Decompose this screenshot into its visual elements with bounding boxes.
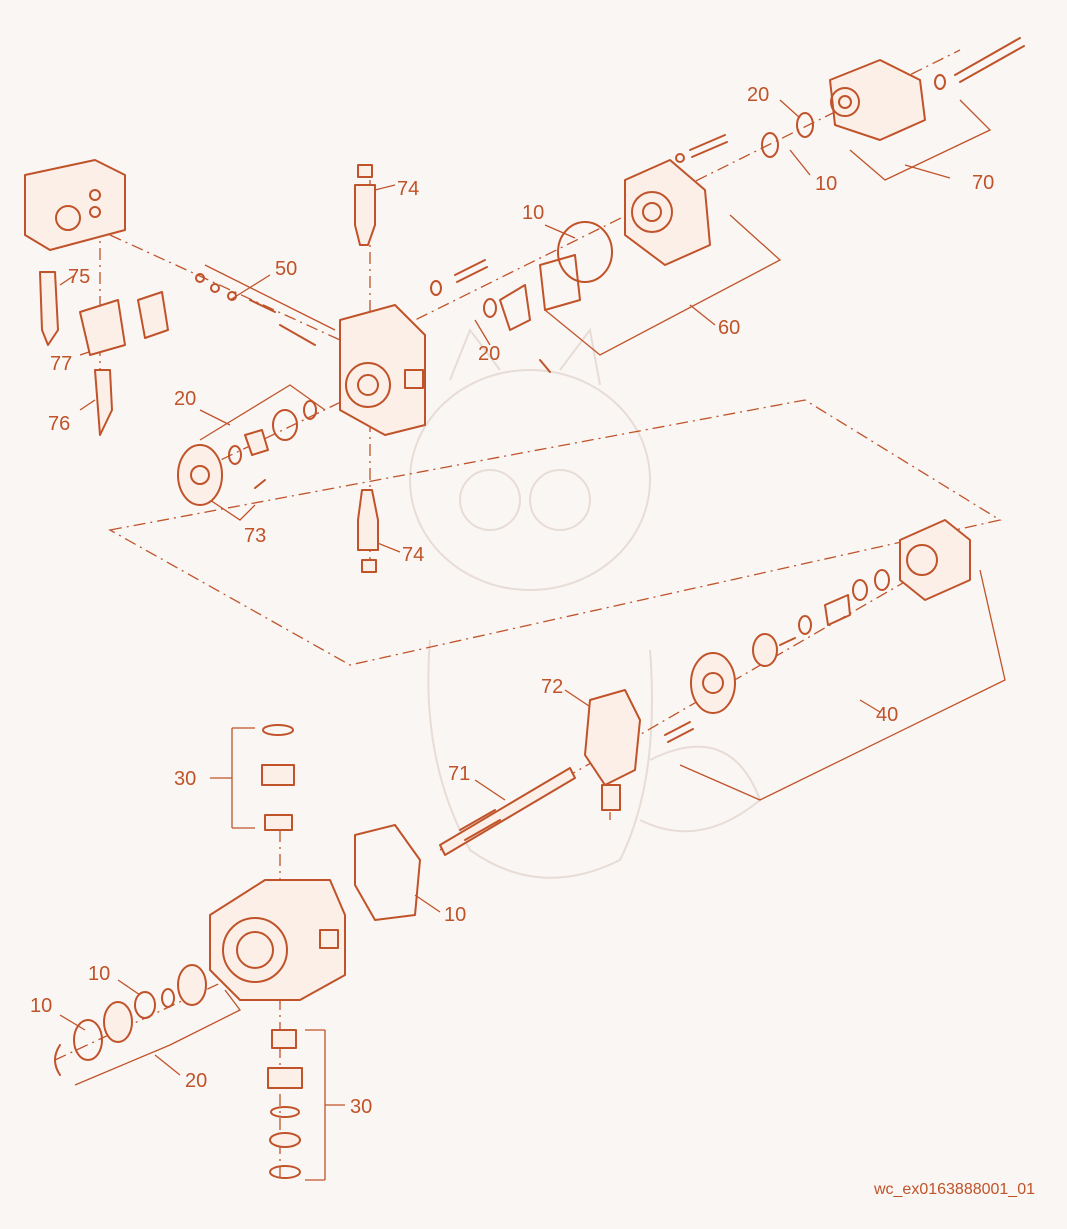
label-20-bottom: 20: [185, 1070, 207, 1092]
label-73: 73: [244, 525, 266, 547]
label-20-top: 20: [747, 84, 769, 106]
label-70: 70: [972, 172, 994, 194]
label-30-bottom: 30: [350, 1096, 372, 1118]
label-20-mid: 20: [478, 343, 500, 365]
label-71: 71: [448, 763, 470, 785]
label-72: 72: [541, 676, 563, 698]
label-74-bottom: 74: [402, 544, 424, 566]
label-40: 40: [876, 704, 898, 726]
label-50: 50: [275, 258, 297, 280]
mascot-watermark: [409, 327, 762, 879]
label-10-top: 10: [815, 173, 837, 195]
label-10-gasket: 10: [444, 904, 466, 926]
label-74-top: 74: [397, 178, 419, 200]
label-10-oring: 10: [522, 202, 544, 224]
label-20-left: 20: [174, 388, 196, 410]
label-76: 76: [48, 413, 70, 435]
label-60: 60: [718, 317, 740, 339]
label-30-top: 30: [174, 768, 196, 790]
label-77: 77: [50, 353, 72, 375]
label-75: 75: [68, 266, 90, 288]
label-10-left-b: 10: [30, 995, 52, 1017]
label-10-left-a: 10: [88, 963, 110, 985]
callout-labels: 70 20 10 10 60 74 50 75 77 76 20 20 73 7…: [30, 84, 994, 1118]
reference-code: wc_ex0163888001_01: [873, 1181, 1035, 1198]
parts: [24, 37, 1025, 1179]
